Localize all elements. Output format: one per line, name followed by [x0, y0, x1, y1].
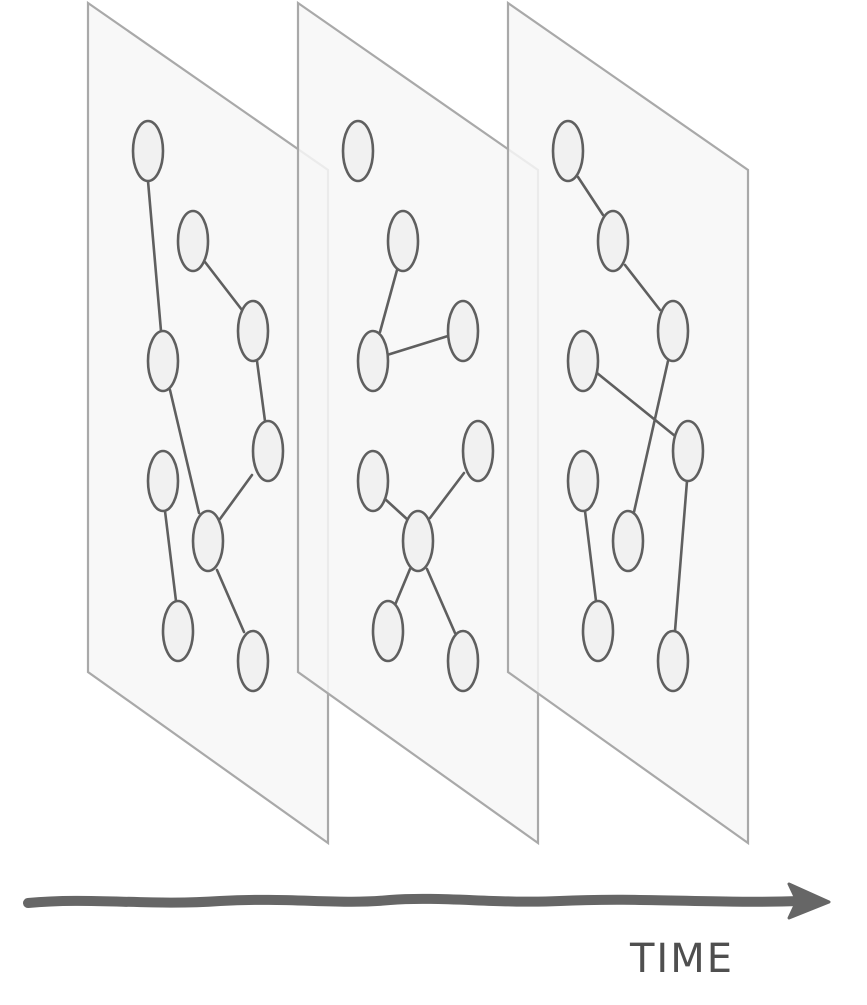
- snapshot-2-edges: [378, 268, 466, 635]
- node-g: [401, 509, 435, 573]
- snapshot-3-nodes: [551, 119, 705, 693]
- node-i: [581, 599, 615, 663]
- time-axis-line: [23, 893, 805, 908]
- node-b: [596, 209, 630, 273]
- edge-f-g: [428, 471, 466, 520]
- edge-f-h: [163, 509, 178, 603]
- snapshot-2-nodes: [341, 119, 495, 693]
- edge-c-h: [632, 359, 670, 514]
- snapshot-2-plane: [296, 0, 540, 846]
- edge-d-e: [255, 359, 267, 423]
- arrowhead-icon: [787, 882, 831, 920]
- node-h: [611, 509, 645, 573]
- node-b: [176, 209, 210, 273]
- node-a: [551, 119, 585, 183]
- edge-g-i: [215, 568, 246, 634]
- edge-b-d: [378, 268, 399, 334]
- node-g: [191, 509, 225, 573]
- node-c: [656, 299, 690, 363]
- snapshot-3-plane: [506, 0, 750, 846]
- node-j: [656, 629, 690, 693]
- edge-d-e: [595, 371, 677, 438]
- node-e: [671, 419, 705, 483]
- edge-b-c: [623, 263, 662, 312]
- edge-c-d: [385, 334, 450, 357]
- snapshot-2: [296, 0, 540, 846]
- node-d: [236, 299, 270, 363]
- edge-e-g: [218, 473, 254, 521]
- edge-g-h: [393, 567, 412, 607]
- node-i: [446, 629, 480, 693]
- edge-g-i: [425, 567, 457, 635]
- edge-e-j: [673, 479, 689, 633]
- node-d: [356, 329, 390, 393]
- time-axis: TIME: [23, 882, 831, 982]
- edge-a-b: [576, 175, 605, 217]
- snapshot-1-edges: [146, 179, 267, 634]
- node-b: [386, 209, 420, 273]
- node-c: [446, 299, 480, 363]
- edge-f-i: [583, 509, 598, 603]
- node-f: [461, 419, 495, 483]
- node-a: [131, 119, 165, 183]
- node-h: [161, 599, 195, 663]
- time-axis-label: TIME: [629, 936, 734, 982]
- edge-b-d: [203, 260, 244, 312]
- node-e: [251, 419, 285, 483]
- node-f: [146, 449, 180, 513]
- snapshot-1: [86, 0, 330, 846]
- edge-c-g: [168, 388, 201, 515]
- edge-a-c: [146, 179, 163, 333]
- node-h: [371, 599, 405, 663]
- snapshot-1-nodes: [131, 119, 285, 693]
- node-a: [341, 119, 375, 183]
- node-f: [566, 449, 600, 513]
- node-i: [236, 629, 270, 693]
- snapshot-3: [506, 0, 750, 846]
- node-e: [356, 449, 390, 513]
- snapshot-1-plane: [86, 0, 330, 846]
- edge-e-g: [383, 497, 410, 522]
- snapshot-3-edges: [576, 175, 689, 633]
- node-c: [146, 329, 180, 393]
- node-d: [566, 329, 600, 393]
